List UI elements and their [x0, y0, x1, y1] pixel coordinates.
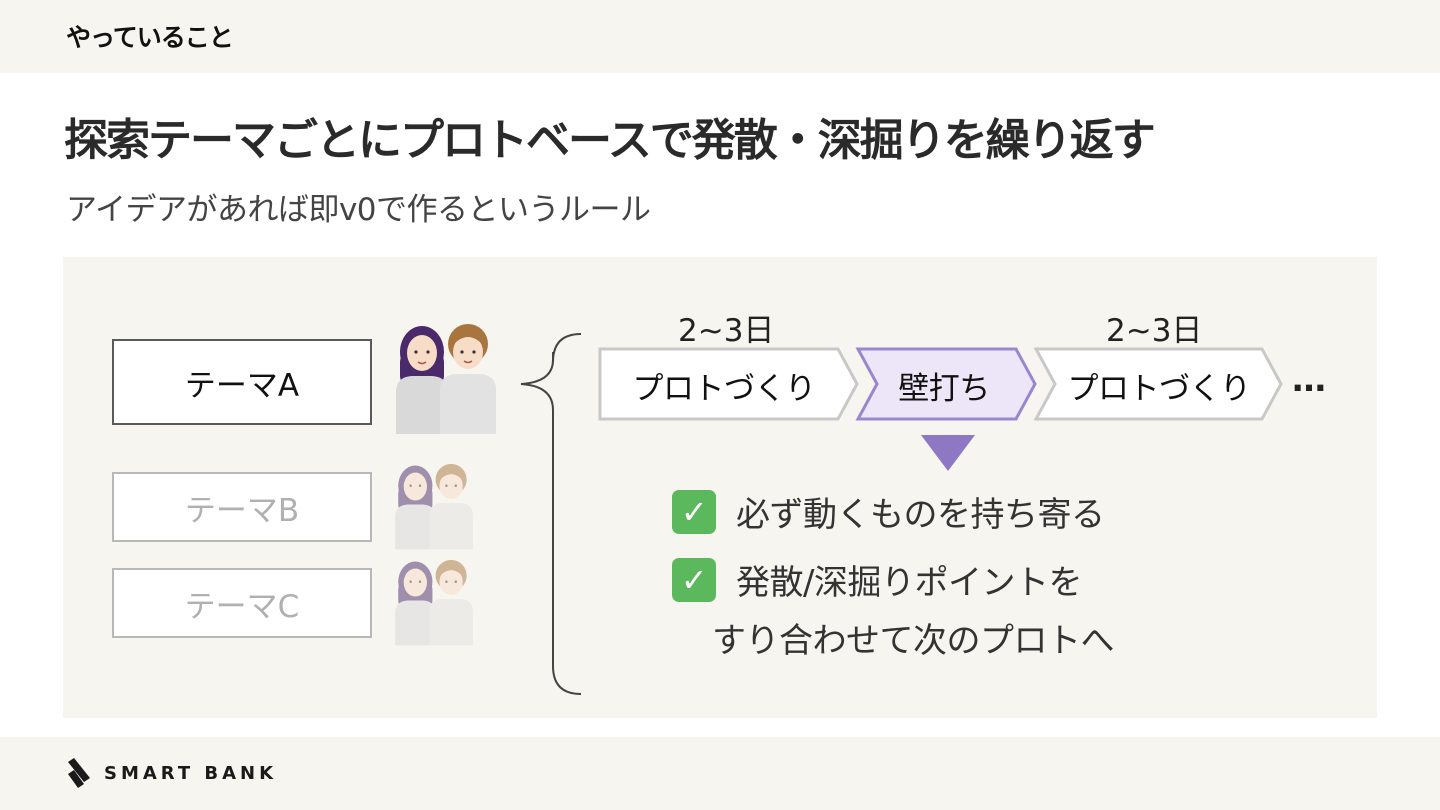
flow-step-1-shape: [598, 347, 859, 421]
footer-band: [0, 737, 1440, 810]
flow-step-2-label: 壁打ち: [898, 370, 990, 407]
flow-step-3-label: プロトづくり: [1067, 370, 1252, 407]
brand-logo: SMART BANK: [66, 758, 277, 788]
theme-c-label: テーマC: [184, 588, 300, 625]
checklist-item-1: ✓ 必ず動くものを持ち寄る: [672, 487, 1105, 536]
header-band: [0, 0, 1440, 73]
process-flow: [598, 347, 1283, 421]
down-arrow-icon: [921, 435, 975, 471]
checklist-item-2-text: 発散/深掘りポイントを: [736, 563, 1082, 603]
checklist-item-2-text-cont: すり合わせて次のプロトへ: [712, 621, 1115, 661]
check-mark-icon: ✓: [672, 557, 716, 602]
duration-label-1: 2~3日: [678, 313, 775, 349]
curly-brace-icon: [520, 333, 582, 695]
flow-step-2-shape: [855, 347, 1037, 421]
section-label: やっていること: [66, 23, 234, 52]
flow-step-3-shape: [1033, 347, 1283, 421]
people-icon-theme-c: [395, 560, 473, 646]
checklist-item-2: ✓ 発散/深掘りポイントを: [672, 555, 1082, 604]
duration-label-2: 2~3日: [1106, 313, 1203, 349]
check-mark-icon: ✓: [672, 489, 716, 534]
flow-continue-ellipsis: …: [1292, 360, 1327, 400]
people-icon-theme-b: [395, 464, 473, 550]
flow-step-1-label: プロトづくり: [632, 370, 817, 407]
theme-c-box: テーマC: [112, 568, 372, 638]
theme-b-label: テーマB: [184, 492, 300, 529]
smartbank-logo-icon: [68, 758, 90, 788]
theme-b-box: テーマB: [112, 472, 372, 542]
people-icon-theme-a: [396, 324, 496, 434]
theme-a-label: テーマA: [184, 367, 300, 404]
checklist-item-1-text: 必ず動くものを持ち寄る: [736, 495, 1105, 535]
slide-subtitle: アイデアがあれば即v0で作るというルール: [66, 192, 651, 228]
slide-title: 探索テーマごとにプロトベースで発散・深掘りを繰り返す: [64, 115, 1156, 166]
brand-name: SMART BANK: [104, 762, 278, 784]
theme-a-box: テーマA: [112, 339, 372, 425]
